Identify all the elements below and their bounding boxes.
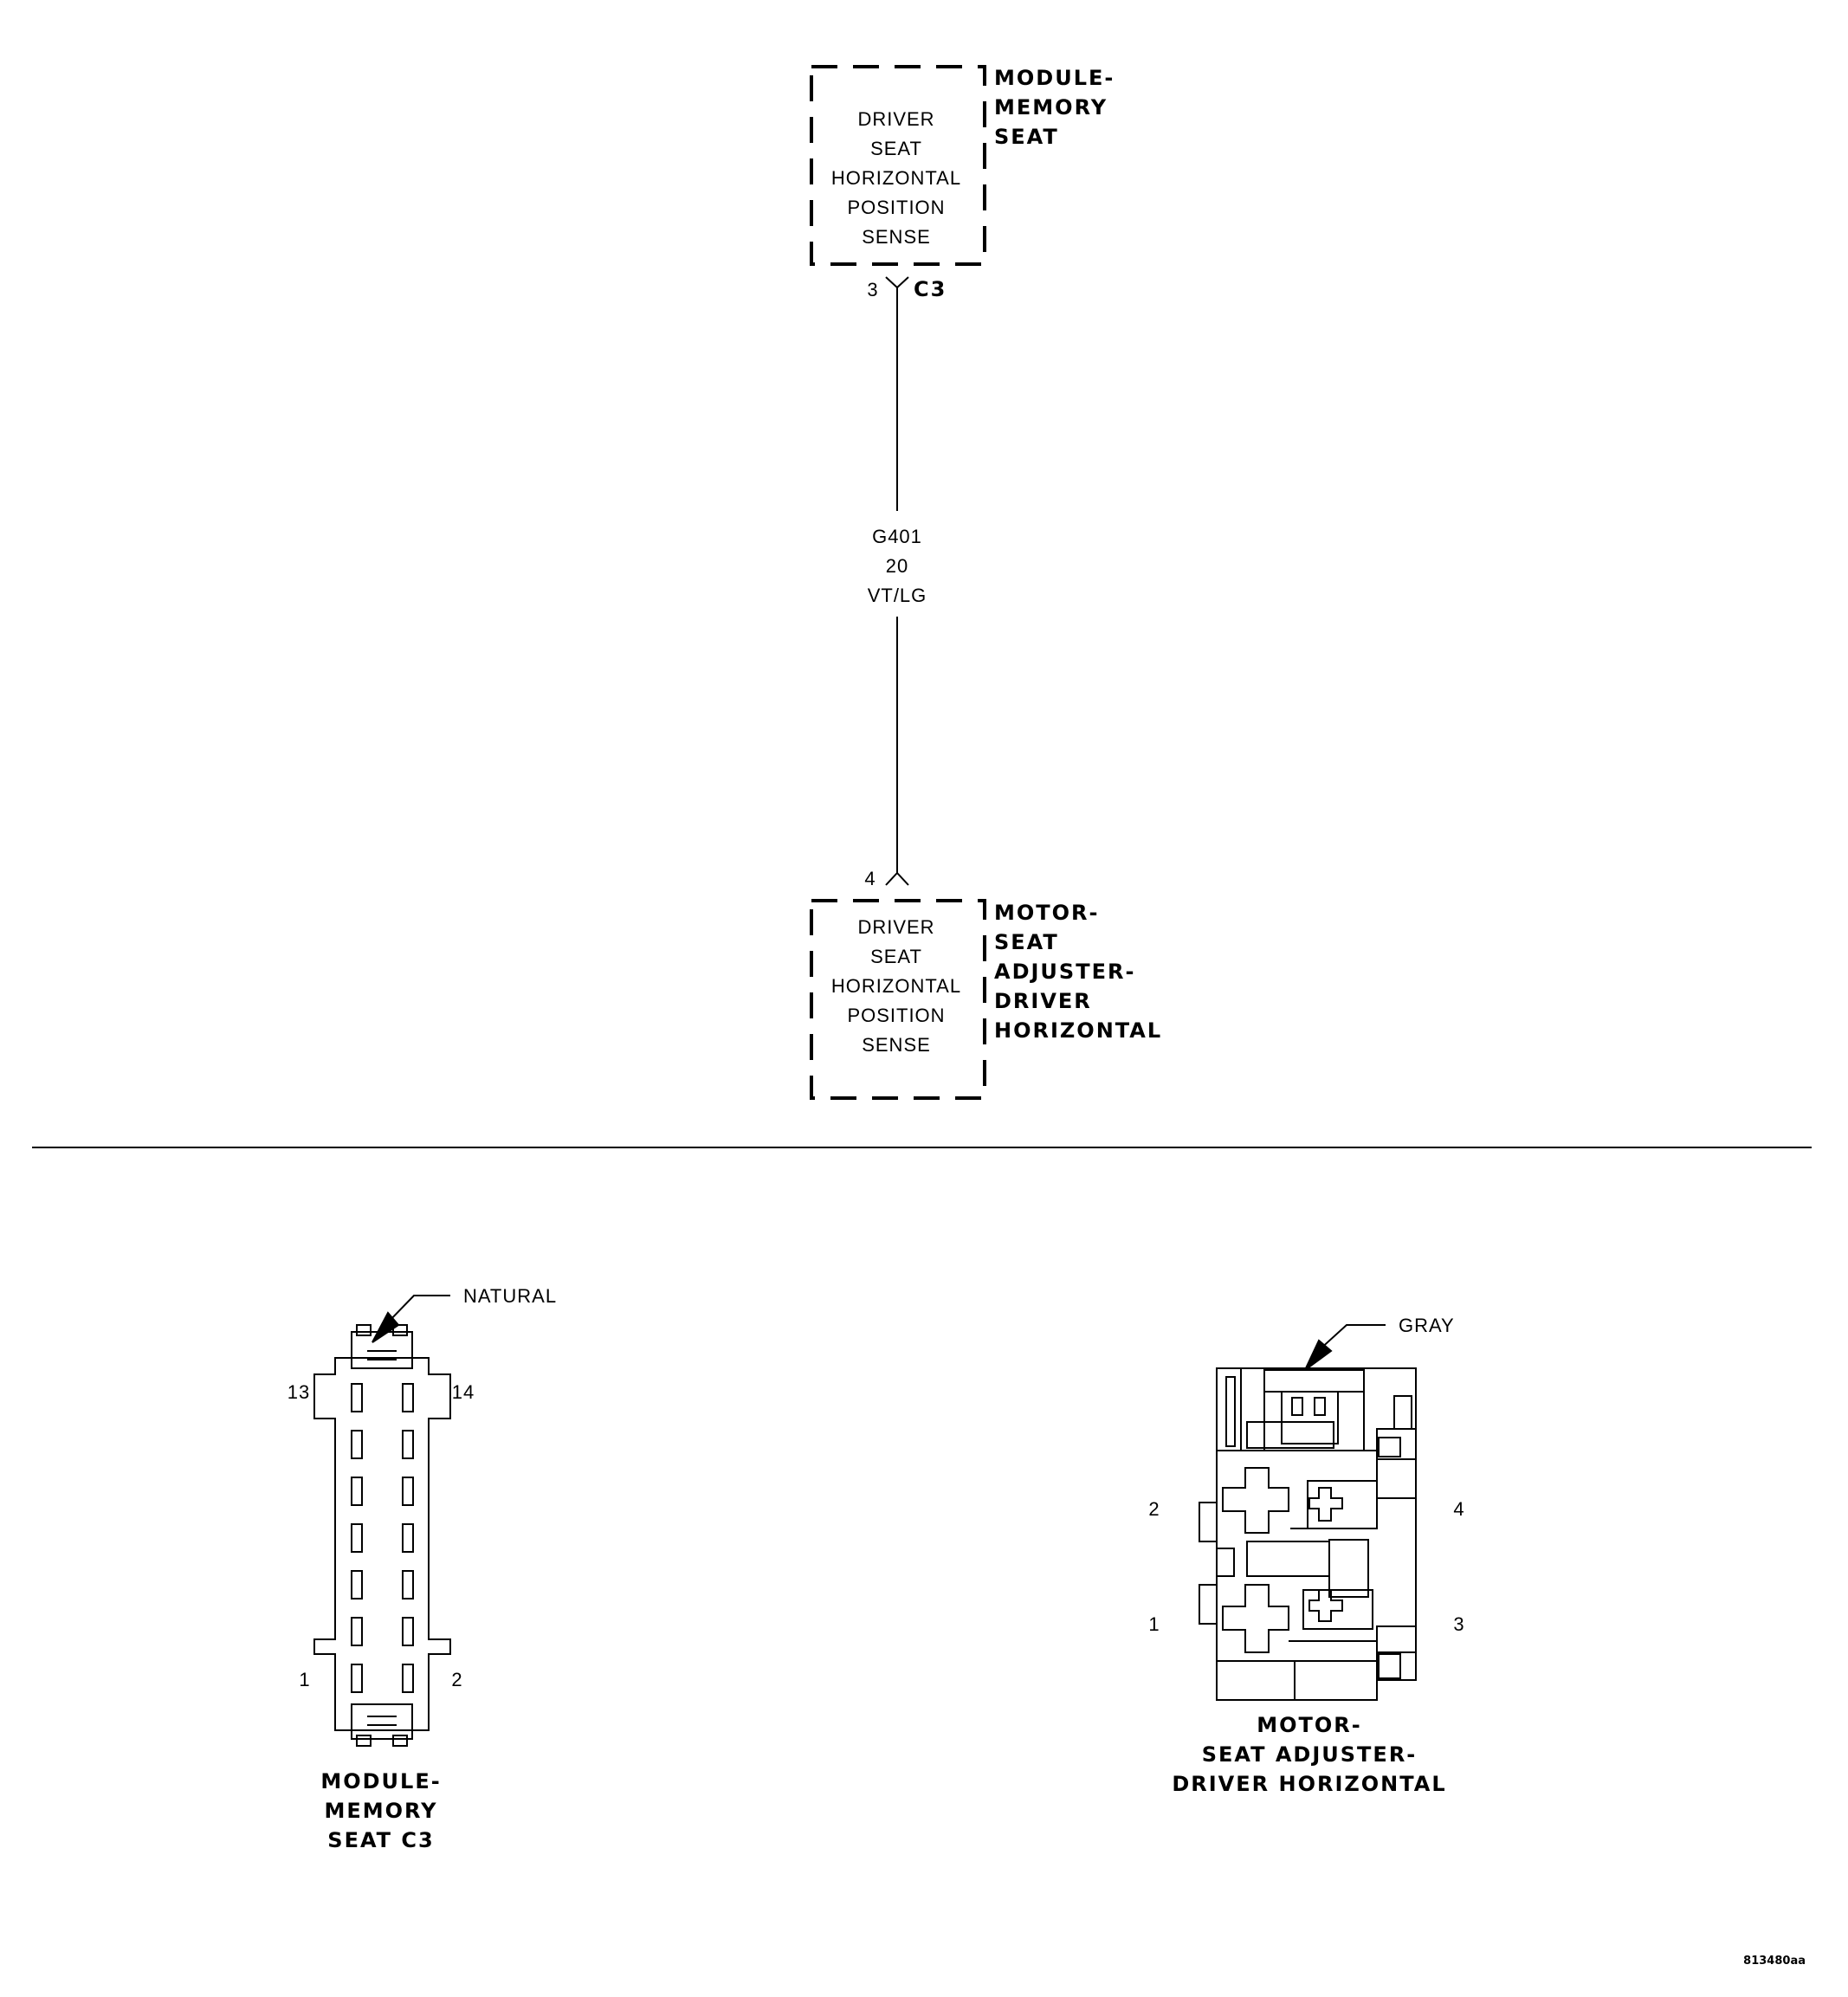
- bottom-module-function-line-5: SENSE: [862, 1034, 931, 1056]
- connector-right-cavity-3: [1308, 1589, 1343, 1622]
- connector-right-title-line-3: DRIVER HORIZONTAL: [1172, 1772, 1446, 1796]
- connector-left-callout-arrow: [372, 1311, 400, 1343]
- top-module-connector-id: C3: [914, 277, 947, 301]
- top-module-name-line-3: SEAT: [994, 125, 1059, 149]
- connector-right-callout-leader: [1317, 1324, 1386, 1352]
- connector-right-color: GRAY: [1399, 1315, 1455, 1336]
- connector-left-cavities: [351, 1383, 414, 1693]
- top-module-function-line-1: DRIVER: [857, 108, 934, 130]
- top-module-dashed-box: [810, 65, 986, 266]
- top-module-name-line-1: MODULE-: [994, 66, 1115, 90]
- connector-right-callout-arrow: [1304, 1339, 1333, 1371]
- connector-right-cavity-2: [1222, 1467, 1289, 1534]
- connector-right-title-line-1: MOTOR-: [1257, 1713, 1362, 1737]
- wire-circuit-label: G401: [872, 526, 922, 547]
- wire-gauge-label: 20: [886, 555, 908, 577]
- bottom-module-pin: 4: [864, 868, 876, 889]
- bottom-module-function-line-1: DRIVER: [857, 916, 934, 938]
- connector-left-title-line-1: MODULE-: [320, 1769, 441, 1793]
- connector-right-pin-4: 4: [1453, 1498, 1464, 1520]
- connector-right-pin-2: 2: [1148, 1498, 1160, 1520]
- bottom-module-name-line-4: DRIVER: [994, 989, 1092, 1013]
- connector-left-callout-leader: [386, 1295, 450, 1324]
- figure-id: 813480aa: [1743, 1955, 1806, 1968]
- connector-left-bottom-latch: [351, 1703, 413, 1740]
- top-module-name-line-2: MEMORY: [994, 95, 1108, 120]
- bottom-module-name-line-1: MOTOR-: [994, 901, 1100, 925]
- connector-right-body: [1216, 1367, 1417, 1701]
- top-module-function-line-4: POSITION: [847, 197, 945, 218]
- bottom-module-function-line-2: SEAT: [870, 946, 922, 967]
- connector-right-pin-3: 3: [1453, 1613, 1464, 1635]
- bottom-module-name-line-5: HORIZONTAL: [994, 1018, 1162, 1043]
- connector-left-title-line-2: MEMORY: [324, 1799, 437, 1823]
- connector-left-color: NATURAL: [463, 1285, 557, 1307]
- connector-right-pin-1: 1: [1148, 1613, 1160, 1635]
- connector-right-title-line-2: SEAT ADJUSTER-: [1202, 1742, 1418, 1767]
- connector-view-left: [313, 1295, 451, 1747]
- top-module-pin: 3: [867, 279, 878, 301]
- top-module-function-line-5: SENSE: [862, 226, 931, 248]
- bottom-module-function-line-3: HORIZONTAL: [831, 975, 961, 997]
- bottom-module-name-line-2: SEAT: [994, 930, 1059, 954]
- connector-view-right: [1199, 1324, 1417, 1701]
- top-module-function-line-2: SEAT: [870, 138, 922, 159]
- wire: G401 20 VT/LG: [868, 288, 927, 873]
- connector-right-cavity-4: [1308, 1487, 1343, 1522]
- connector-left-pin-1: 1: [299, 1669, 310, 1690]
- wire-color-label: VT/LG: [868, 585, 927, 606]
- top-module: DRIVER SEAT HORIZONTAL POSITION SENSE MO…: [810, 65, 1115, 301]
- bottom-module-function-line-4: POSITION: [847, 1005, 945, 1026]
- connector-left-title-line-3: SEAT C3: [327, 1828, 434, 1852]
- connector-left-body: [313, 1357, 451, 1731]
- top-module-function-line-3: HORIZONTAL: [831, 167, 961, 189]
- top-connector-terminal: [885, 276, 909, 288]
- connector-left-pin-14: 14: [452, 1381, 475, 1403]
- bottom-module: 4 DRIVER SEAT HORIZONTAL POSITION SENSE …: [810, 868, 1162, 1100]
- connector-left-pin-2: 2: [451, 1669, 462, 1690]
- bottom-connector-terminal: [885, 872, 909, 886]
- connector-right-cavity-1: [1222, 1584, 1289, 1653]
- bottom-module-dashed-box: [810, 899, 986, 1100]
- bottom-module-name-line-3: ADJUSTER-: [994, 960, 1135, 984]
- connector-left-pin-13: 13: [288, 1381, 310, 1403]
